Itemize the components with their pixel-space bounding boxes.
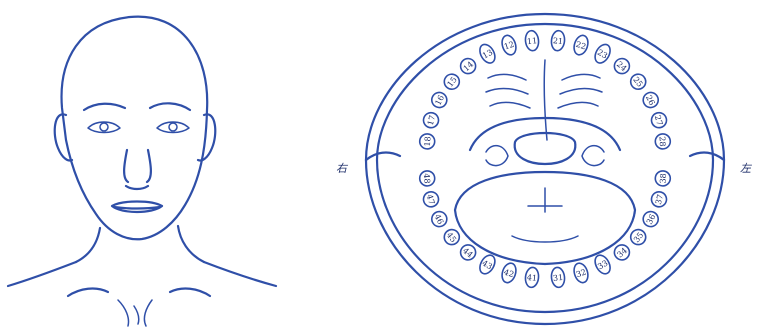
tooth-18: 18 — [419, 133, 435, 149]
tooth-43: 43 — [477, 253, 498, 277]
tooth-26: 26 — [641, 90, 661, 110]
right-iris — [100, 123, 108, 131]
shoulder-right — [204, 262, 276, 286]
tooth-number: 11 — [526, 36, 537, 46]
tooth-13: 13 — [477, 42, 498, 66]
tooth-number: 28 — [657, 136, 667, 147]
neck-left — [76, 228, 100, 262]
tooth-number: 41 — [526, 273, 537, 283]
tooth-21: 21 — [550, 30, 565, 51]
tooth-36: 36 — [641, 209, 661, 229]
tooth-27: 27 — [650, 111, 668, 129]
tooth-number: 48 — [422, 173, 432, 184]
sternum-notch — [118, 300, 152, 326]
tooth-15: 15 — [441, 71, 462, 92]
left-iris — [169, 123, 177, 131]
tooth-17: 17 — [422, 111, 440, 129]
tooth-number: 18 — [423, 136, 433, 147]
palatal-raphe — [544, 60, 547, 140]
tooth-45: 45 — [441, 227, 462, 248]
head-outline — [62, 17, 208, 240]
tooth-number: 38 — [658, 173, 668, 184]
mouth — [112, 202, 162, 213]
tooth-28: 28 — [655, 133, 671, 149]
collarbone-left — [68, 289, 108, 296]
mouth-corner-left — [690, 153, 724, 160]
tooth-42: 42 — [500, 261, 518, 284]
tooth-16: 16 — [429, 90, 449, 110]
tooth-24: 24 — [611, 56, 632, 77]
tooth-44: 44 — [458, 242, 479, 263]
lingual-frenulum — [512, 236, 578, 242]
tooth-23: 23 — [592, 42, 613, 66]
left-eyebrow — [150, 103, 190, 110]
tooth-14: 14 — [458, 56, 479, 77]
tooth-22: 22 — [572, 34, 590, 57]
neck-right — [178, 226, 204, 262]
tooth-12: 12 — [500, 34, 518, 57]
left-side-label: 左 — [740, 160, 751, 176]
tooth-25: 25 — [628, 71, 649, 92]
tooth-46: 46 — [429, 209, 449, 229]
tooth-41: 41 — [524, 267, 539, 288]
nose — [124, 150, 151, 189]
tooth-11: 11 — [524, 30, 539, 51]
uvula — [515, 133, 576, 164]
tooth-35: 35 — [628, 227, 649, 248]
right-side-label: 右 — [336, 160, 347, 176]
tongue-median-groove — [528, 188, 562, 212]
tooth-33: 33 — [592, 253, 613, 277]
collarbone-right — [170, 289, 210, 296]
tooth-47: 47 — [422, 190, 440, 208]
tonsil-right — [486, 146, 508, 166]
shoulder-left — [8, 262, 76, 286]
tooth-number: 21 — [552, 36, 563, 46]
face-illustration — [8, 17, 276, 326]
right-eyebrow — [84, 104, 125, 110]
tonsil-left — [582, 146, 604, 166]
tooth-31: 31 — [550, 267, 565, 288]
tooth-34: 34 — [611, 242, 632, 263]
tongue — [455, 172, 635, 264]
tooth-number: 31 — [552, 273, 563, 283]
tooth-37: 37 — [650, 190, 668, 208]
tooth-38: 38 — [655, 170, 671, 186]
tooth-48: 48 — [419, 170, 435, 186]
tooth-32: 32 — [572, 261, 590, 284]
mouth-corner-right — [366, 153, 400, 160]
